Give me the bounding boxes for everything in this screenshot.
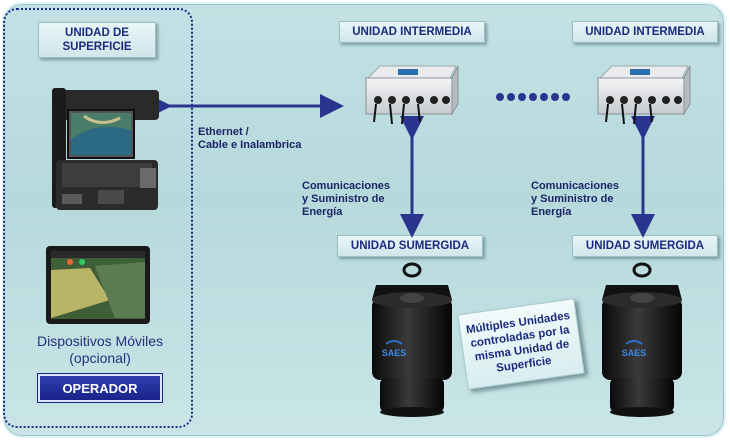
comm-label-1: Comunicaciones y Suministro de Energía — [302, 180, 391, 218]
intermediate-unit-label-2: UNIDAD INTERMEDIA — [572, 21, 718, 43]
submerged-unit-image-1: SAES — [372, 262, 452, 417]
link-label: Ethernet / Cable e Inalambrica — [198, 126, 302, 151]
laptop-case-image — [52, 88, 159, 210]
comm-label-2: Comunicaciones y Suministro de Energía — [531, 180, 620, 218]
submerged-unit-image-2: SAES — [602, 262, 682, 417]
saes-logo-1: SAES — [382, 348, 407, 358]
surface-unit-label: UNIDAD DE SUPERFICIE — [38, 22, 156, 58]
ellipsis-dots — [496, 93, 570, 101]
submerged-unit-label-2: UNIDAD SUMERGIDA — [572, 235, 718, 257]
surface-unit-group — [3, 8, 193, 428]
saes-logo-2: SAES — [622, 348, 647, 358]
operator-button[interactable]: OPERADOR — [38, 374, 162, 402]
intermediate-unit-label-1: UNIDAD INTERMEDIA — [339, 21, 485, 43]
intermediate-unit-image-1 — [365, 65, 459, 125]
intermediate-unit-image-2 — [597, 65, 691, 125]
tablet-image — [46, 246, 150, 324]
mobile-devices-label: Dispositivos Móviles (opcional) — [36, 333, 164, 366]
